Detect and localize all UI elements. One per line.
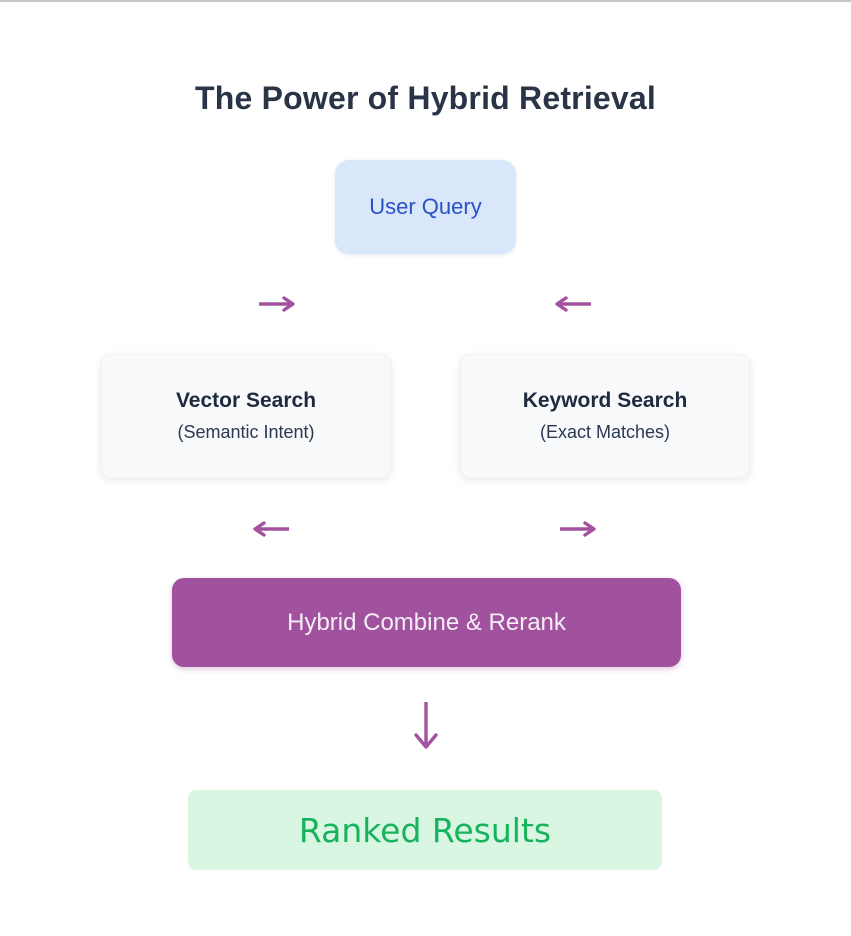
keyword-search-node: Keyword Search (Exact Matches) (460, 354, 750, 478)
arrow-right-icon (257, 296, 297, 312)
keyword-search-subtitle: (Exact Matches) (539, 422, 671, 442)
user-query-label: User Query (369, 194, 482, 219)
arrow-down-icon (410, 700, 442, 752)
user-query-node: User Query (335, 160, 516, 254)
keyword-search-title: Keyword Search (522, 389, 688, 412)
ranked-results-label: Ranked Results (298, 810, 552, 850)
arrow-left-icon (251, 521, 291, 537)
page-title: The Power of Hybrid Retrieval (194, 80, 657, 116)
vector-search-node: Vector Search (Semantic Intent) (101, 354, 391, 478)
hybrid-combine-node: Hybrid Combine & Rerank (172, 578, 681, 667)
arrow-right-icon (558, 521, 598, 537)
hybrid-combine-label: Hybrid Combine & Rerank (287, 608, 566, 636)
vector-search-title: Vector Search (175, 389, 317, 412)
arrow-left-icon (553, 296, 593, 312)
ranked-results-node: Ranked Results (188, 790, 662, 870)
vector-search-subtitle: (Semantic Intent) (177, 422, 315, 442)
